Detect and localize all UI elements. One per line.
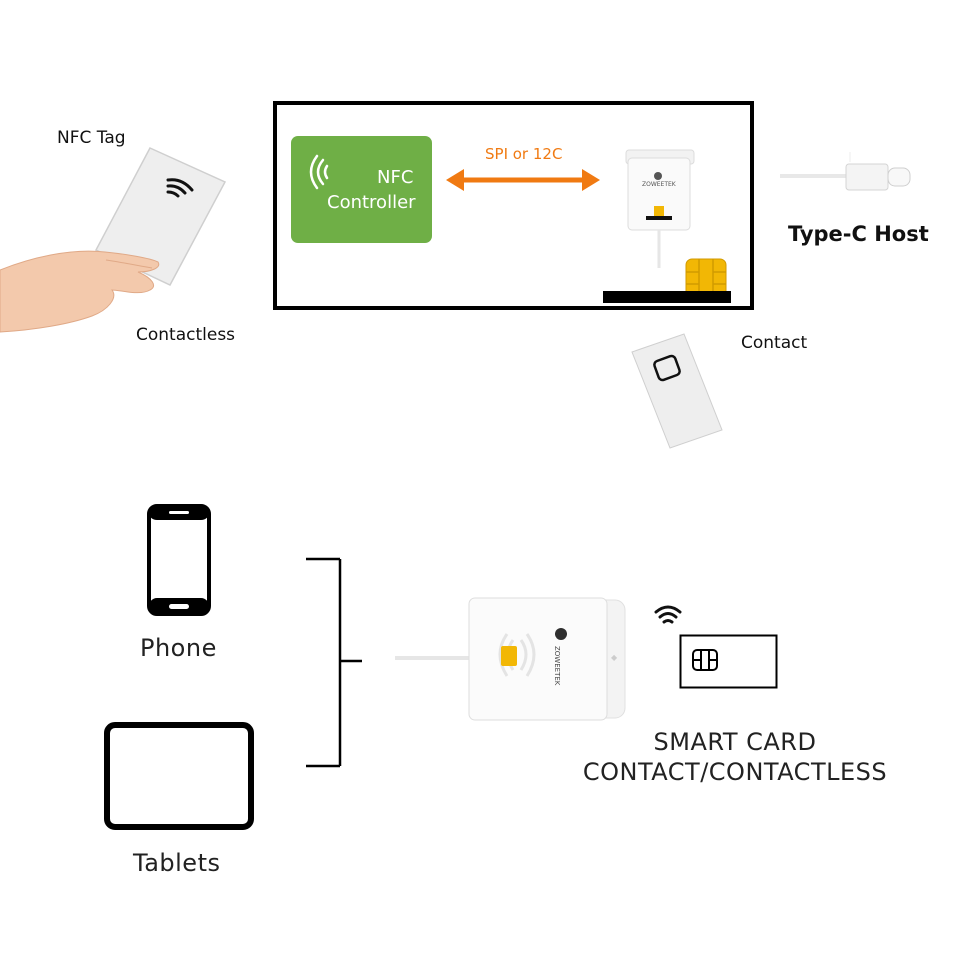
contact-label: Contact [741, 333, 807, 353]
phone-label: Phone [140, 634, 217, 662]
card-slot-bar [603, 291, 731, 303]
bus-label: SPI or 12C [485, 145, 562, 163]
type-c-host-label: Type-C Host [788, 222, 929, 246]
smart-card-reader-device: ZOWEETEK ◆ [395, 594, 635, 724]
svg-text:ZOWEETEK: ZOWEETEK [553, 646, 561, 686]
nfc-controller-block: NFC Controller [291, 136, 432, 243]
contactless-signal-icon [652, 600, 684, 626]
svg-text:◆: ◆ [611, 653, 618, 662]
type-c-cable [780, 150, 920, 200]
smart-card-icon [679, 634, 779, 690]
smart-card-label-line2: CONTACT/CONTACTLESS [560, 758, 910, 786]
connection-bracket [300, 555, 370, 770]
card-reader-device: ZOWEETEK [620, 148, 700, 268]
contactless-label: Contactless [136, 325, 235, 345]
nfc-controller-line2: Controller [327, 192, 416, 213]
tablet-icon [104, 722, 254, 830]
contact-card [630, 332, 725, 454]
nfc-controller-line1: NFC [377, 167, 413, 188]
smart-card-label-line1: SMART CARD [560, 728, 910, 756]
svg-text:ZOWEETEK: ZOWEETEK [642, 181, 677, 188]
nfc-waves-icon [305, 154, 329, 190]
nfc-tag-card-illustration [0, 140, 240, 340]
hand [0, 251, 159, 332]
phone-icon [147, 504, 211, 616]
tablet-label: Tablets [133, 849, 220, 877]
double-arrow-icon [444, 166, 602, 194]
